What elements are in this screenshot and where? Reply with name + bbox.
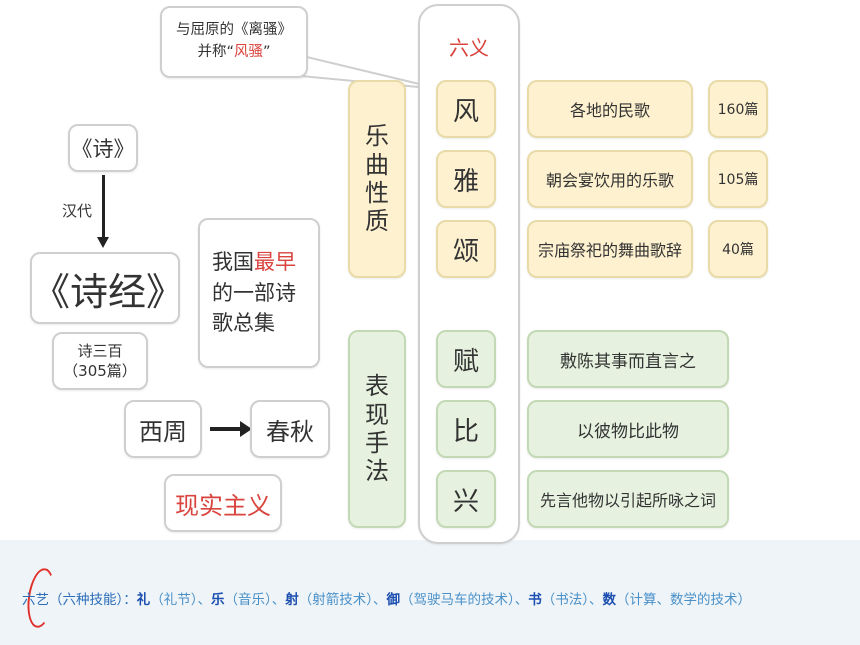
count-song: 40篇 (708, 220, 768, 278)
char-song: 颂 (436, 220, 496, 278)
liuyi-title: 六义 (449, 36, 489, 60)
handai-label: 汉代 (62, 202, 93, 220)
biaoxian-shoufa-box: 表现手法 (348, 330, 406, 528)
footer-background (0, 540, 860, 645)
char-bi: 比 (436, 400, 496, 458)
desc-ya: 朝会宴饮用的乐歌 (527, 150, 693, 208)
xianshi-box: 现实主义 (164, 474, 282, 532)
callout-line2: 并称“风骚” (197, 44, 271, 60)
char-ya: 雅 (436, 150, 496, 208)
desc-feng: 各地的民歌 (527, 80, 693, 138)
liuyi-footer-note: 六艺（六种技能）：礼（礼节）、乐（音乐）、射（射箭技术）、御（驾驶马车的技术）、… (22, 592, 751, 608)
desc-xing: 先言他物以引起所咏之词 (527, 470, 729, 528)
desc-bi: 以彼物比此物 (527, 400, 729, 458)
desc-fu: 敷陈其事而直言之 (527, 330, 729, 388)
xizhou-box: 西周 (124, 400, 202, 458)
down-arrow (97, 175, 109, 248)
char-xing: 兴 (436, 470, 496, 528)
count-feng: 160篇 (708, 80, 768, 138)
sanbai-box: 诗三百 （305篇） (52, 332, 148, 390)
shi-box: 《诗》 (68, 124, 138, 172)
shijing-box: 《诗经》 (30, 252, 184, 324)
char-fu: 赋 (436, 330, 496, 388)
callout-box: 与屈原的《离骚》 并称“风骚” (160, 6, 308, 78)
callout-line1: 与屈原的《离骚》 (176, 22, 292, 39)
chunqiu-box: 春秋 (250, 400, 330, 458)
count-ya: 105篇 (708, 150, 768, 208)
description-box: 我国最早 的一部诗 歌总集 (198, 218, 320, 368)
yuequ-xingzhi-box: 乐曲性质 (348, 80, 406, 278)
char-feng: 风 (436, 80, 496, 138)
desc-song: 宗庙祭祀的舞曲歌辞 (527, 220, 693, 278)
right-arrow (210, 421, 252, 437)
